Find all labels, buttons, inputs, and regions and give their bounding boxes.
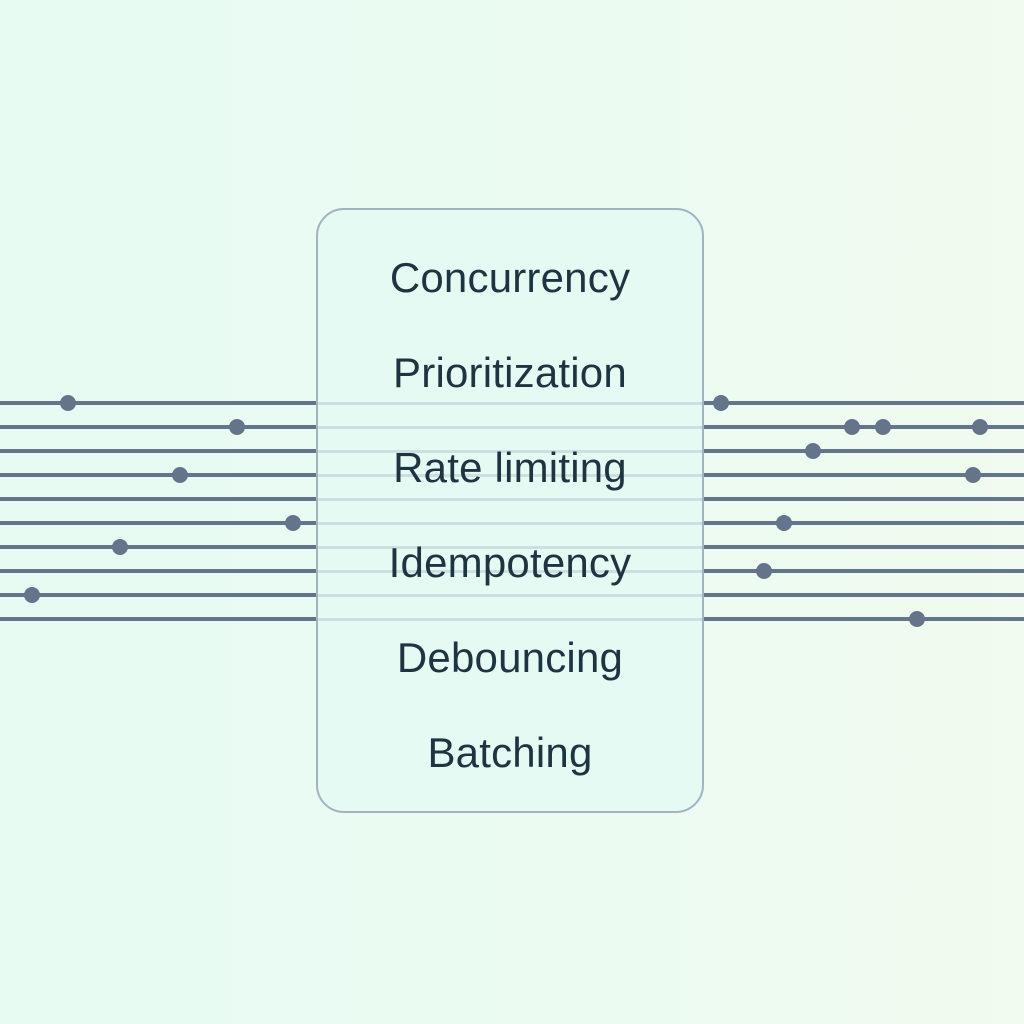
flow-dot [756,563,772,579]
card-inner-line [318,521,702,525]
concept-label-batching: Batching [427,729,593,776]
concept-label-rate-limiting: Rate limiting [393,444,627,491]
flow-dot [285,515,301,531]
concept-label-concurrency: Concurrency [389,254,631,301]
flow-dot [112,539,128,555]
card-inner-line [318,401,702,405]
flow-dot [776,515,792,531]
card-inner-line [318,617,702,621]
concept-label-debouncing: Debouncing [396,634,624,681]
card-inner-line [318,425,702,429]
flow-dot [24,587,40,603]
flow-dot [172,467,188,483]
flow-dot [844,419,860,435]
flow-dot [229,419,245,435]
flow-dot [60,395,76,411]
concept-label-idempotency: Idempotency [388,539,632,586]
concepts-card: Concurrency Prioritization Rate limiting… [316,208,704,813]
flow-dot [875,419,891,435]
card-inner-line [318,593,702,597]
card-inner-line [318,497,702,501]
flow-dot [909,611,925,627]
flow-dot [713,395,729,411]
flow-dot [965,467,981,483]
flow-dot [972,419,988,435]
flow-dot [805,443,821,459]
concept-label-prioritization: Prioritization [393,349,627,396]
